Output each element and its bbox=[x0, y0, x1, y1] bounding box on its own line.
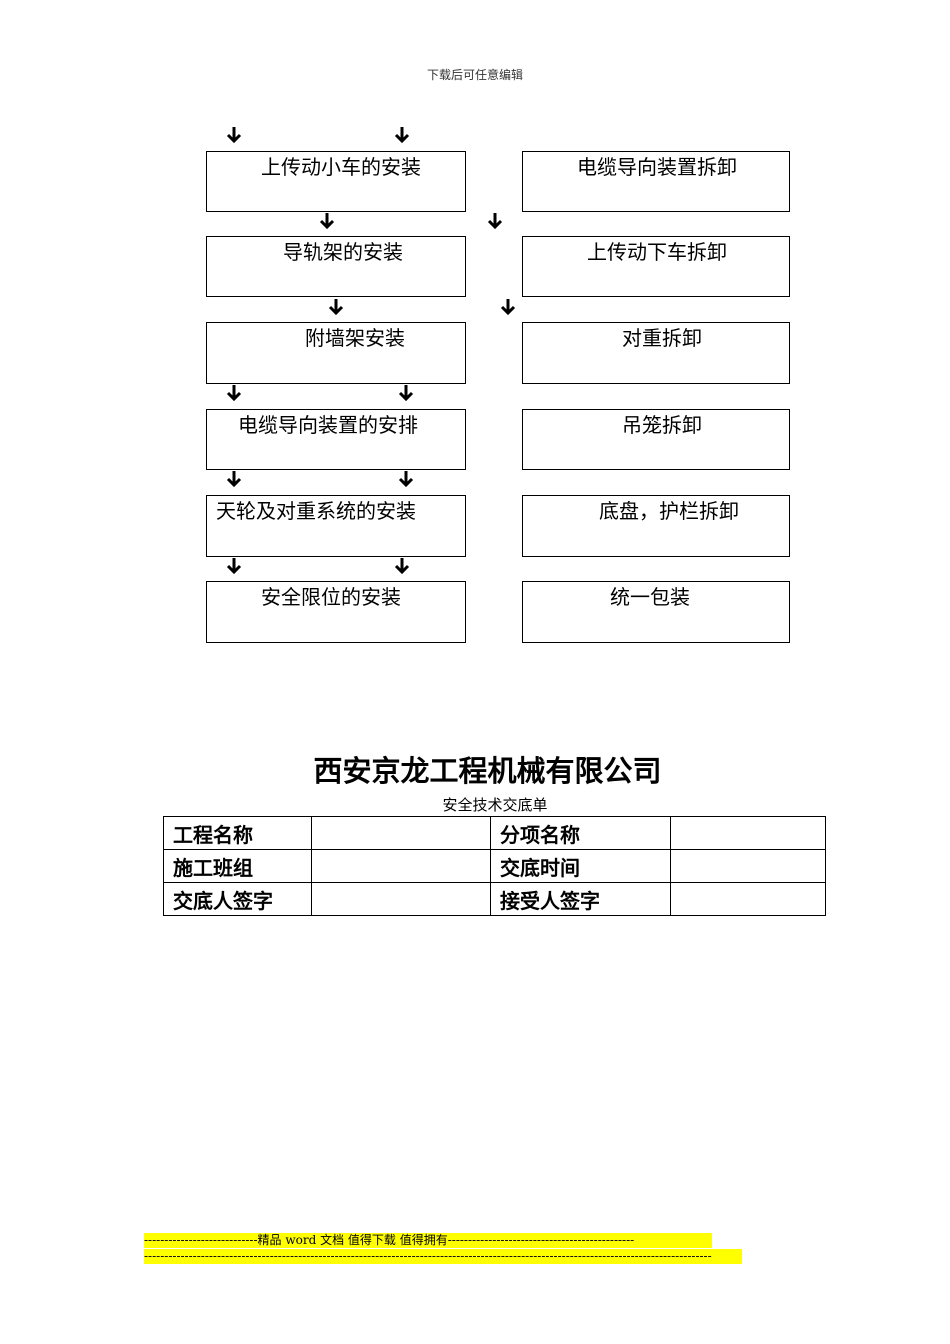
value-briefing-time[interactable] bbox=[670, 849, 826, 883]
label-briefing-time: 交底时间 bbox=[490, 849, 671, 883]
value-briefer-signature[interactable] bbox=[311, 882, 491, 916]
flow-left-step-6: 安全限位的安装 bbox=[206, 581, 466, 643]
header-note: 下载后可任意编辑 bbox=[426, 68, 523, 82]
value-project-name[interactable] bbox=[311, 816, 491, 850]
down-arrow-icon bbox=[319, 213, 335, 230]
info-table: 工程名称 分项名称 施工班组 交底时间 交底人签字 接受人签字 bbox=[163, 816, 826, 916]
down-arrow-icon bbox=[226, 385, 242, 402]
flow-left-step-1: 上传动小车的安装 bbox=[206, 151, 466, 212]
flow-right-step-4: 吊笼拆卸 bbox=[522, 409, 790, 470]
flow-right-step-2: 上传动下车拆卸 bbox=[522, 236, 790, 297]
flow-right-step-6: 统一包装 bbox=[522, 581, 790, 643]
flow-left-step-4: 电缆导向装置的安排 bbox=[206, 409, 466, 470]
down-arrow-icon bbox=[500, 299, 516, 316]
label-receiver-signature: 接受人签字 bbox=[490, 882, 671, 916]
label-briefer-signature: 交底人签字 bbox=[163, 882, 312, 916]
value-sub-item-name[interactable] bbox=[670, 816, 826, 850]
flow-left-step-2: 导轨架的安装 bbox=[206, 236, 466, 297]
down-arrow-icon bbox=[226, 127, 242, 144]
table-row: 工程名称 分项名称 bbox=[163, 816, 826, 850]
down-arrow-icon bbox=[487, 213, 503, 230]
company-title: 西安京龙工程机械有限公司 bbox=[313, 754, 662, 788]
down-arrow-icon bbox=[398, 385, 414, 402]
label-work-team: 施工班组 bbox=[163, 849, 312, 883]
footer-banner-line-1: ----------------------------精品 word 文档 值… bbox=[144, 1233, 712, 1248]
table-row: 施工班组 交底时间 bbox=[163, 849, 826, 883]
flow-left-step-5: 天轮及对重系统的安装 bbox=[206, 495, 466, 557]
down-arrow-icon bbox=[226, 471, 242, 488]
down-arrow-icon bbox=[328, 299, 344, 316]
form-subtitle: 安全技术交底单 bbox=[442, 796, 548, 814]
footer-banner-line-2: ----------------------------------------… bbox=[144, 1249, 742, 1264]
value-receiver-signature[interactable] bbox=[670, 882, 826, 916]
flow-right-step-3: 对重拆卸 bbox=[522, 322, 790, 384]
table-row: 交底人签字 接受人签字 bbox=[163, 882, 826, 916]
value-work-team[interactable] bbox=[311, 849, 491, 883]
flow-right-step-5: 底盘，护栏拆卸 bbox=[522, 495, 790, 557]
flow-left-step-3: 附墙架安装 bbox=[206, 322, 466, 384]
down-arrow-icon bbox=[226, 558, 242, 575]
down-arrow-icon bbox=[398, 471, 414, 488]
flow-right-step-1: 电缆导向装置拆卸 bbox=[522, 151, 790, 212]
label-sub-item-name: 分项名称 bbox=[490, 816, 671, 850]
down-arrow-icon bbox=[394, 127, 410, 144]
label-project-name: 工程名称 bbox=[163, 816, 312, 850]
down-arrow-icon bbox=[394, 558, 410, 575]
